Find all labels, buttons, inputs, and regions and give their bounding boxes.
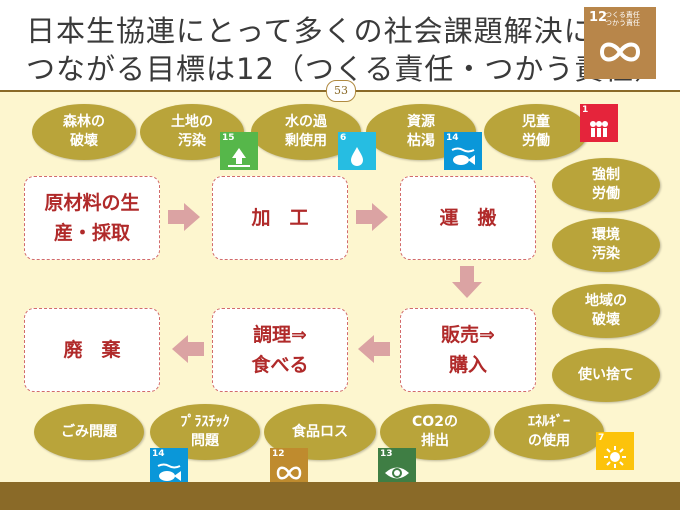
box-label: 廃 棄 (63, 339, 121, 361)
sdg-number: 7 (598, 433, 605, 443)
sdg-number: 13 (380, 449, 393, 459)
issue-oval-plastic-problem: ﾌﾟﾗｽﾁｯｸ 問題 (150, 404, 260, 460)
oval-line-2: 汚染 (592, 246, 620, 262)
oval-line-1: ごみ問題 (61, 423, 117, 440)
box-label: 運 搬 (439, 207, 497, 229)
oval-line-2: 剰使用 (285, 133, 327, 149)
issue-oval-forest-destruction: 森林の 破壊 (32, 104, 136, 160)
sdg-14-life-below-water-icon: 14 (444, 132, 482, 170)
oval-line-1: 地域の (585, 293, 627, 309)
oval-line-1: 食品ロス (292, 423, 348, 440)
process-sales-box: 販売⇒ 購入 (400, 308, 536, 392)
flow-arrow-right (168, 203, 200, 231)
issue-oval-child-labor: 児童 労働 (484, 104, 588, 160)
issue-oval-food-loss: 食品ロス (264, 404, 376, 460)
issue-oval-disposable: 使い捨て (552, 348, 660, 402)
oval-line-2: 排出 (421, 433, 449, 449)
flow-arrow-left (172, 335, 204, 363)
page-number: 53 (326, 80, 356, 102)
box-line-1: 販売⇒ (441, 324, 495, 346)
sdg-7-affordable-energy-icon: 7 (596, 432, 634, 470)
sdg-number: 14 (446, 133, 459, 143)
sdg-15-life-on-land-icon: 15 (220, 132, 258, 170)
oval-line-1: 強制 (592, 167, 620, 183)
oval-line-2: 枯渇 (407, 133, 435, 149)
oval-line-2: 労働 (522, 133, 550, 149)
infinity-icon (599, 42, 641, 62)
sdg-number: 14 (152, 449, 165, 459)
oval-line-1: ｴﾈﾙｷﾞｰ (528, 414, 570, 430)
sdg-number: 15 (222, 133, 235, 143)
sdg-number: 1 (582, 105, 589, 115)
oval-line-1: 使い捨て (578, 366, 634, 383)
goal-badge-label-line-1: つくる責任 (605, 11, 640, 19)
sdg-14-life-below-water-icon: 14 (150, 448, 188, 486)
oval-line-2: 破壊 (592, 312, 620, 328)
oval-line-1: 水の過 (285, 114, 327, 130)
process-disposal-box: 廃 棄 (24, 308, 160, 392)
oval-line-1: 土地の (171, 114, 213, 130)
oval-line-1: CO2の (412, 414, 458, 430)
oval-line-1: 児童 (522, 114, 550, 130)
goal-badge-label: つくる責任 つかう責任 (605, 11, 640, 27)
oval-line-2: の使用 (528, 433, 570, 449)
title-area: 日本生協連にとって多くの社会課題解決に つながる目標は12（つくる責任・つかう責… (0, 0, 680, 88)
box-line-1: 調理⇒ (253, 324, 307, 346)
issue-oval-energy-use: ｴﾈﾙｷﾞｰ の使用 (494, 404, 604, 460)
process-cooking-box: 調理⇒ 食べる (212, 308, 348, 392)
box-line-2: 食べる (251, 354, 309, 376)
sdg-goal-12-badge: 12 つくる責任 つかう責任 (584, 7, 656, 79)
sdg-number: 12 (272, 449, 285, 459)
flow-arrow-left (358, 335, 390, 363)
slide-title-line-1: 日本生協連にとって多くの社会課題解決に (26, 14, 594, 48)
issue-oval-waste-problem: ごみ問題 (34, 404, 144, 460)
issue-oval-forced-labor: 強制 労働 (552, 158, 660, 212)
sdg-12-responsible-consumption-icon: 12 (270, 448, 308, 486)
sdg-6-clean-water-icon: 6 (338, 132, 376, 170)
sdg-13-climate-action-icon: 13 (378, 448, 416, 486)
issue-oval-environmental-pollution: 環境 汚染 (552, 218, 660, 272)
oval-line-1: 環境 (592, 227, 620, 243)
flow-arrow-down (452, 266, 482, 298)
sdg-1-no-poverty-icon: 1 (580, 104, 618, 142)
oval-line-2: 破壊 (70, 133, 98, 149)
bottom-bar (0, 482, 680, 510)
flow-arrow-right (356, 203, 388, 231)
box-line-2: 産・採取 (53, 222, 130, 244)
oval-line-1: 森林の (63, 114, 105, 130)
oval-line-2: 問題 (191, 433, 219, 449)
box-label: 加 工 (251, 207, 309, 229)
box-line-1: 原材料の生 (44, 192, 140, 214)
sdg-number: 6 (340, 133, 347, 143)
goal-badge-number: 12 (589, 10, 608, 25)
process-raw-material-box: 原材料の生 産・採取 (24, 176, 160, 260)
box-line-2: 購入 (448, 354, 487, 376)
issue-oval-community-destruction: 地域の 破壊 (552, 284, 660, 338)
oval-line-2: 汚染 (178, 133, 206, 149)
process-transport-box: 運 搬 (400, 176, 536, 260)
oval-line-2: 労働 (592, 186, 620, 202)
oval-line-1: 資源 (407, 114, 435, 130)
goal-badge-label-line-2: つかう責任 (605, 19, 640, 27)
issue-oval-soil-pollution: 土地の 汚染 (140, 104, 244, 160)
process-processing-box: 加 工 (212, 176, 348, 260)
oval-line-1: ﾌﾟﾗｽﾁｯｸ (180, 414, 230, 430)
